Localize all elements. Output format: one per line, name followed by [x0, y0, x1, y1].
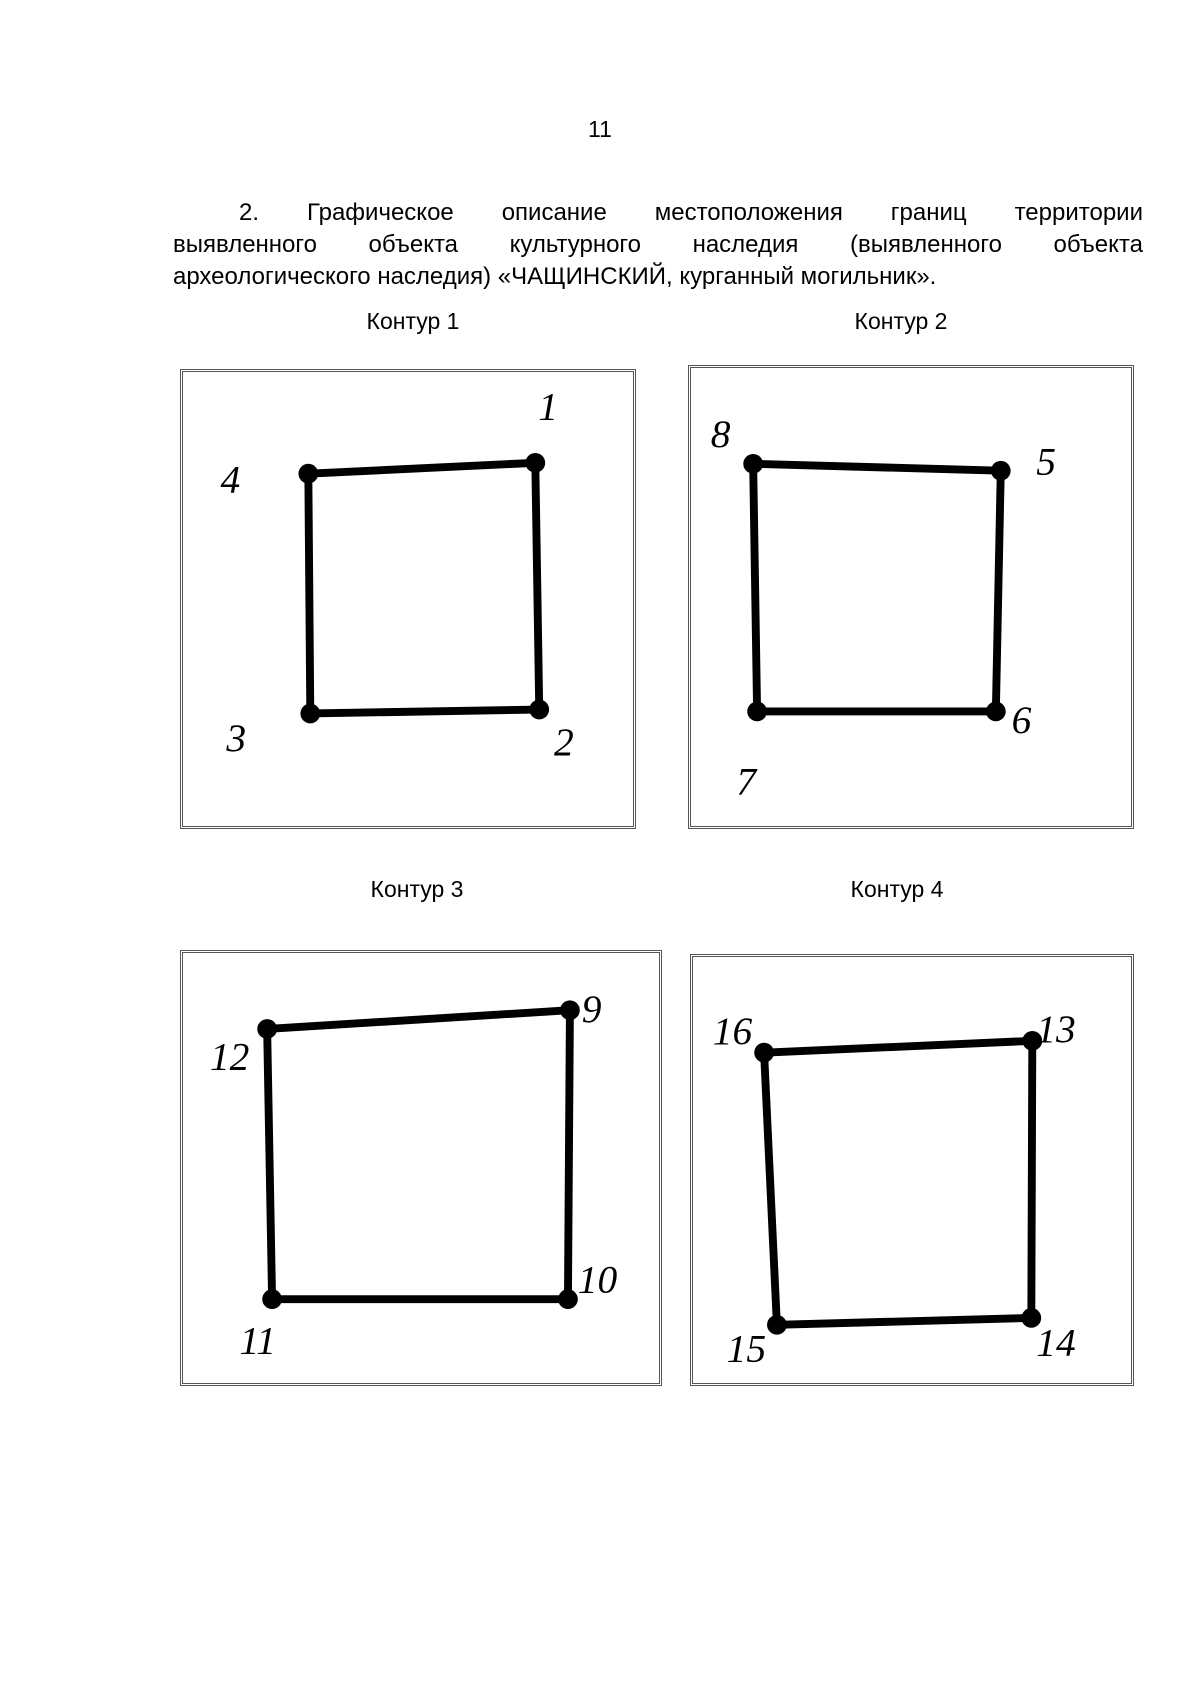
contour-3-caption: Контур 3: [370, 876, 464, 902]
paragraph-line: выявленного объекта культурного наследия…: [173, 231, 1143, 258]
point-label: 3: [225, 716, 246, 760]
contour-4-diagram: 13 14 15 16: [690, 954, 1134, 1386]
contour-2-vertex: [743, 453, 764, 474]
page-number: 11: [588, 116, 612, 142]
contour-1-vertex: [529, 699, 550, 720]
point-label: 7: [736, 759, 758, 803]
point-label: 16: [713, 1009, 753, 1053]
contour-4-vertex: [754, 1042, 774, 1063]
point-label: 1: [538, 384, 558, 428]
contour-1-caption: Контур 1: [366, 308, 460, 334]
contour-3-vertex: [257, 1019, 278, 1039]
point-label: 8: [711, 412, 731, 456]
contour-2-drawing: 5 6 7 8: [711, 412, 1056, 803]
point-label: 13: [1036, 1007, 1075, 1051]
contour-3-vertex: [262, 1289, 282, 1310]
contour-1-vertex: [525, 452, 546, 473]
point-label: 6: [1012, 698, 1032, 742]
contour-1-vertex: [298, 463, 319, 484]
point-label: 12: [210, 1034, 249, 1078]
contour-2-diagram: 5 6 7 8: [688, 365, 1134, 829]
point-label: 15: [727, 1326, 766, 1370]
contour-2-vertex: [990, 460, 1011, 481]
contour-2-caption: Контур 2: [854, 308, 948, 334]
contour-3-vertex: [558, 1289, 578, 1310]
contour-1-vertex: [300, 703, 321, 724]
description-paragraph: 2. Графическое описание местоположения г…: [173, 197, 1143, 293]
contour-3-drawing: 9 10 11 12: [210, 987, 618, 1362]
contour-4-vertex: [767, 1314, 787, 1335]
point-label: 4: [221, 457, 241, 501]
contour-4-drawing: 13 14 15 16: [713, 1007, 1076, 1371]
contour-3-diagram: 9 10 11 12: [180, 950, 662, 1386]
point-label: 5: [1036, 440, 1056, 484]
paragraph-line: 2. Графическое описание местоположения г…: [239, 199, 1143, 226]
contour-4-vertex: [1021, 1308, 1042, 1328]
contour-3-boundary: [263, 1006, 574, 1304]
contour-4-vertex: [1022, 1030, 1043, 1051]
contour-4-boundary: [760, 1036, 1037, 1329]
point-label: 11: [240, 1318, 277, 1362]
paragraph-line: археологического наследия) «ЧАЩИНСКИЙ, к…: [173, 263, 937, 290]
contour-2-vertex: [747, 701, 767, 722]
point-label: 10: [578, 1257, 618, 1301]
contour-1-diagram: 1 2 3 4: [180, 369, 636, 829]
point-label: 14: [1036, 1320, 1075, 1364]
contour-2-vertex: [985, 701, 1006, 722]
contour-2-boundary: [749, 459, 1005, 716]
contour-4-caption: Контур 4: [850, 876, 944, 902]
contour-1-boundary: [304, 458, 544, 718]
contour-3-vertex: [560, 1000, 580, 1021]
point-label: 9: [582, 987, 602, 1031]
point-label: 2: [554, 720, 574, 764]
contour-1-drawing: 1 2 3 4: [221, 384, 574, 764]
